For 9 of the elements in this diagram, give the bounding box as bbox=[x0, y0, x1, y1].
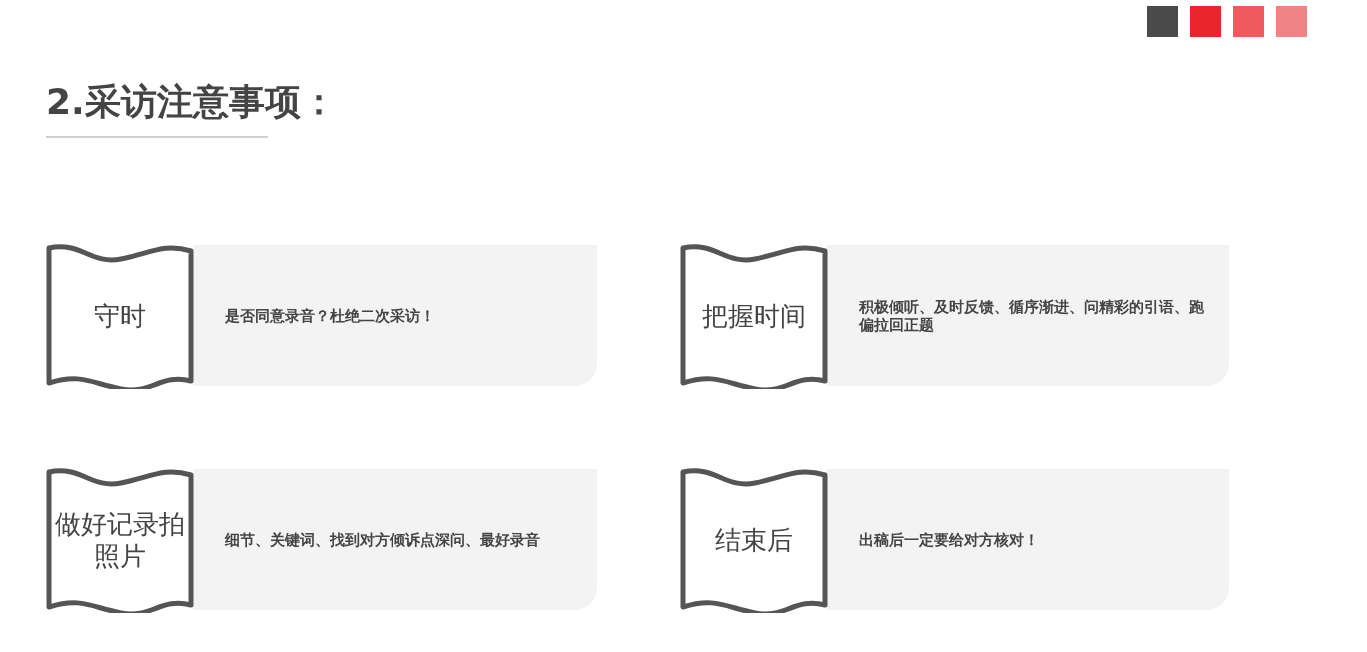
banner-label: 做好记录拍照片 bbox=[46, 467, 194, 613]
title: 2.采访注意事项： bbox=[46, 80, 337, 124]
text-panel: 细节、关键词、找到对方倾诉点深问、最好录音 bbox=[193, 469, 597, 610]
banner-label: 结束后 bbox=[680, 467, 828, 613]
text-panel: 积极倾听、及时反馈、循序渐进、问精彩的引语、跑偏拉回正题 bbox=[827, 245, 1229, 386]
banner-label: 把握时间 bbox=[680, 243, 828, 389]
banner-label: 守时 bbox=[46, 243, 194, 389]
text-panel: 出稿后一定要给对方核对！ bbox=[827, 469, 1229, 610]
text-panel: 是否同意录音？杜绝二次采访！ bbox=[193, 245, 597, 386]
